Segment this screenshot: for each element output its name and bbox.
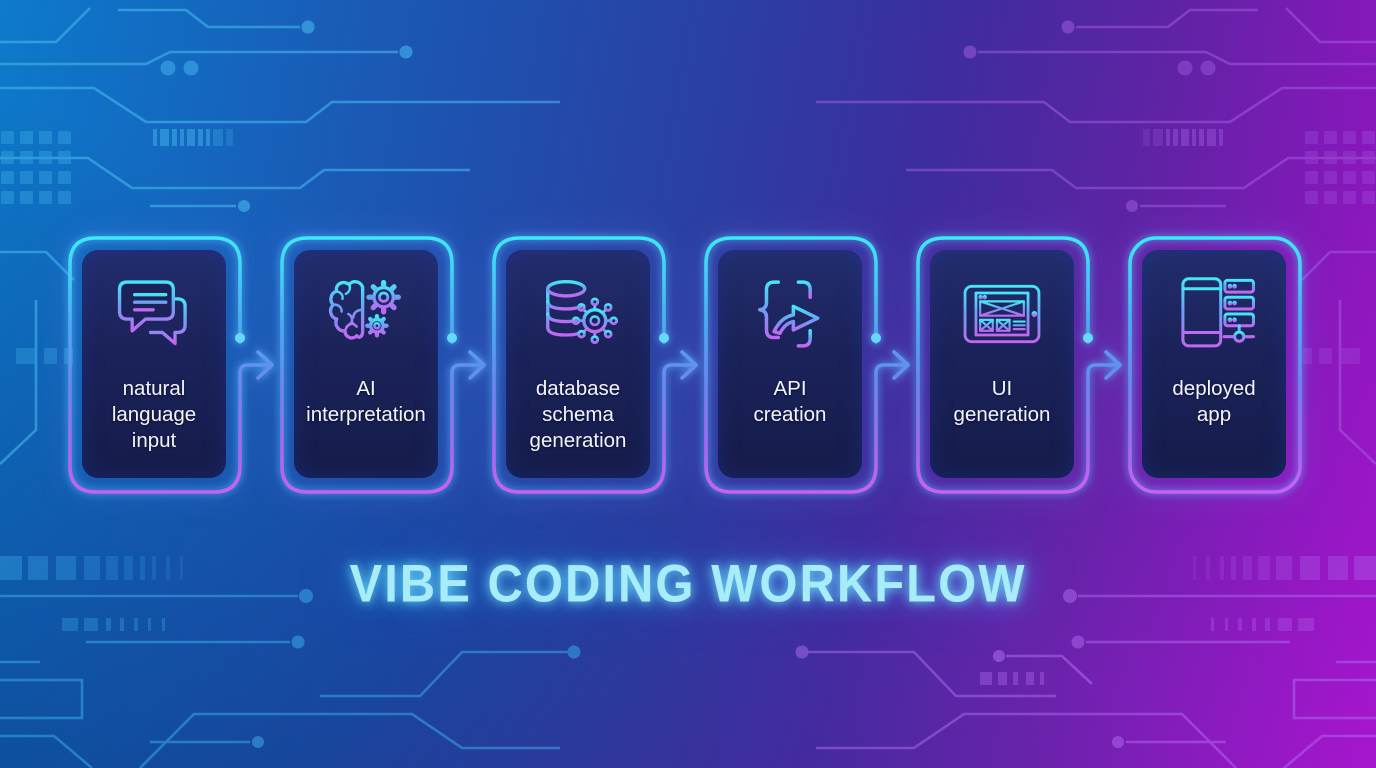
workflow-step-api-creation: API creation [704, 236, 910, 494]
chat-bubbles-icon [117, 280, 187, 346]
card-neon-frame [704, 236, 910, 494]
step-label: AI interpretation [306, 377, 426, 427]
connector-dot [447, 333, 457, 343]
step-label: UI generation [953, 377, 1051, 427]
workflow-step-ai-interpretation: AI interpretation [280, 236, 486, 494]
database-network-icon [546, 279, 619, 344]
connector-arrow [468, 350, 486, 380]
connector-dot [235, 333, 245, 343]
card-neon-frame [916, 236, 1122, 494]
step-label: deployed app [1172, 377, 1256, 427]
step-label: database schema generation [529, 377, 627, 453]
connector-arrow [680, 350, 698, 380]
card-body: deployed app [1142, 250, 1286, 478]
card-neon-frame [68, 236, 274, 494]
card-body: API creation [718, 250, 862, 478]
connector-arrow [256, 350, 274, 380]
connector-arrow [1104, 350, 1122, 380]
card-neon-frame [280, 236, 486, 494]
card-body: UI generation [930, 250, 1074, 478]
card-body: database schema generation [506, 250, 650, 478]
card-neon-frame [1128, 236, 1302, 494]
card-neon-frame [492, 236, 698, 494]
card-body: natural language input [82, 250, 226, 478]
connector-dot [871, 333, 881, 343]
workflow-step-ui-generation: UI generation [916, 236, 1122, 494]
wireframe-tablet-icon [963, 284, 1041, 344]
workflow-step-deployed-app: deployed app [1128, 236, 1302, 494]
page-title: VIBE CODING WORKFLOW [349, 554, 1027, 614]
braces-arrow-icon [757, 280, 820, 348]
workflow-step-natural-language-input: natural language input [68, 236, 274, 494]
step-label: natural language input [111, 377, 197, 453]
card-body: AI interpretation [294, 250, 438, 478]
brain-gears-icon [328, 279, 401, 340]
connector-arrow [892, 350, 910, 380]
phone-server-icon [1181, 277, 1255, 348]
connector-dot [1083, 333, 1093, 343]
workflow-step-database-schema-generation: database schema generation [492, 236, 698, 494]
connector-dot [659, 333, 669, 343]
step-label: API creation [753, 377, 827, 427]
